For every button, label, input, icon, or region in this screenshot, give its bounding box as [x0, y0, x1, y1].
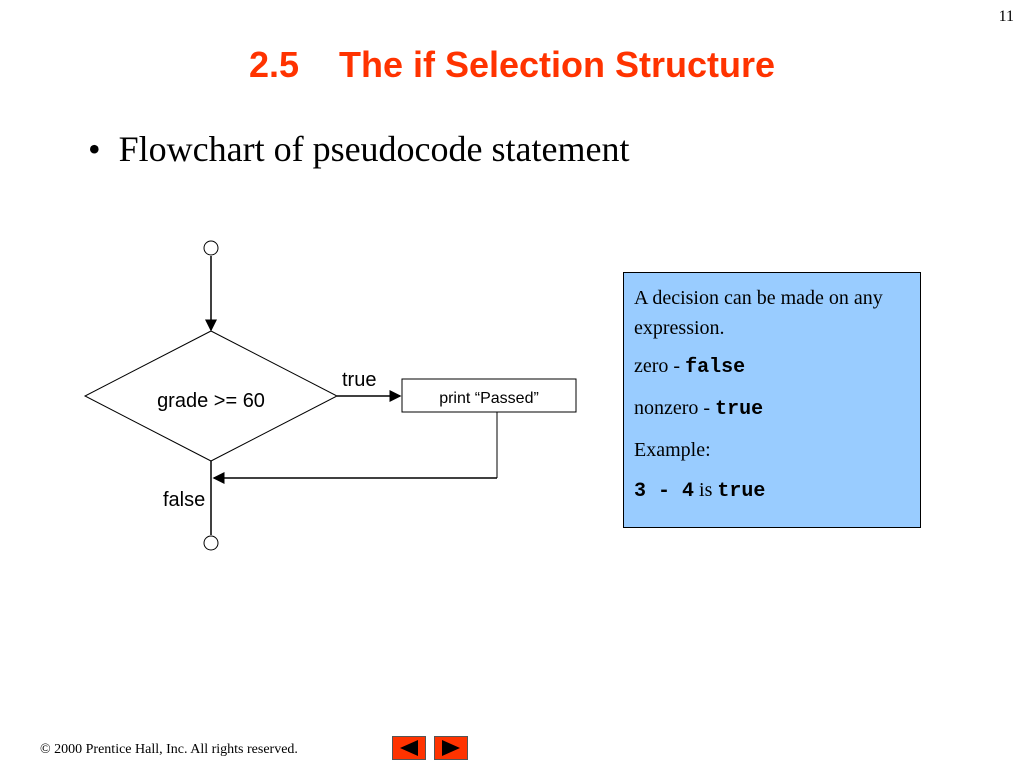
left-triangle-icon [400, 740, 418, 756]
note-zero-value: false [685, 356, 746, 379]
slide-title: 2.5 The if Selection Structure [0, 44, 1024, 86]
previous-slide-button[interactable] [392, 736, 426, 760]
note-example-line: 3 - 4 is true [634, 475, 910, 507]
title-text: The if Selection Structure [338, 44, 776, 85]
action-box [401, 378, 577, 413]
note-example-result: true [717, 480, 766, 503]
start-connector [203, 240, 219, 256]
false-label: false [163, 489, 205, 511]
right-triangle-icon [442, 740, 460, 756]
note-example-is: is [699, 479, 713, 501]
note-nonzero-prefix: nonzero - [634, 397, 716, 419]
end-connector [203, 535, 219, 551]
next-slide-button[interactable] [434, 736, 468, 760]
bullet-item: • Flowchart of pseudocode statement [88, 128, 629, 170]
note-zero-prefix: zero - [634, 355, 686, 377]
bullet-text: Flowchart of pseudocode statement [118, 129, 630, 169]
note-example-expr: 3 - 4 [634, 480, 695, 503]
title-section-number: 2.5 [248, 44, 299, 85]
decision-label: grade >= 60 [157, 390, 265, 412]
bullet-dot: • [88, 129, 101, 169]
note-nonzero-value: true [715, 398, 764, 421]
note-nonzero-line: nonzero - true [634, 393, 910, 425]
note-box: A decision can be made on any expression… [623, 272, 921, 528]
true-label: true [342, 369, 376, 391]
note-example-label: Example: [634, 439, 711, 461]
copyright-footer: © 2000 Prentice Hall, Inc. All rights re… [40, 742, 298, 757]
page-number: 11 [998, 8, 1014, 25]
note-zero-line: zero - false [634, 351, 910, 383]
note-decision-text: A decision can be made on any expression… [634, 287, 883, 339]
action-label: print “Passed” [439, 390, 539, 407]
